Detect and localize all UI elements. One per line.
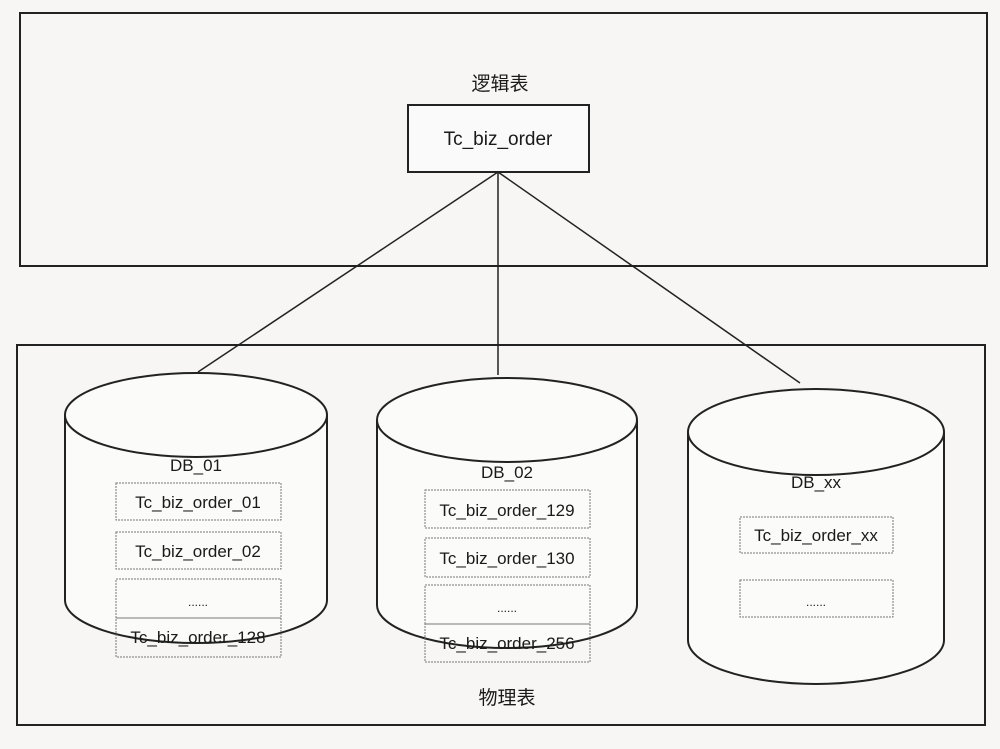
- physical-table: ......: [806, 595, 826, 609]
- physical-table: ......: [188, 595, 208, 609]
- cylinder-top: [64, 372, 328, 458]
- logical-caption: 逻辑表: [471, 73, 528, 95]
- logical-table-name: Tc_biz_order: [444, 129, 553, 150]
- physical-table: Tc_biz_order_01: [135, 493, 261, 512]
- connectors: [197, 171, 801, 384]
- physical-region: [16, 344, 986, 726]
- physical-table: Tc_biz_order_256: [439, 634, 574, 653]
- database-name: DB_01: [170, 456, 222, 475]
- database-cylinder-db01: DB_01 Tc_biz_order_01 Tc_biz_order_02 ..…: [64, 372, 328, 658]
- database-name: DB_xx: [791, 473, 842, 492]
- connector-dbxx: [497, 171, 801, 384]
- logical-region: [19, 12, 988, 267]
- physical-caption: 物理表: [478, 687, 535, 709]
- database-cylinder-dbxx: DB_xx Tc_biz_order_xx ......: [687, 388, 945, 685]
- cylinder-top: [687, 388, 945, 476]
- connector-db01: [197, 171, 499, 373]
- database-cylinder-db02: DB_02 Tc_biz_order_129 Tc_biz_order_130 …: [376, 377, 638, 663]
- database-name: DB_02: [481, 463, 533, 482]
- cylinder-top: [376, 377, 638, 463]
- physical-table: Tc_biz_order_129: [439, 501, 574, 520]
- physical-table: Tc_biz_order_02: [135, 542, 261, 561]
- physical-table: Tc_biz_order_130: [439, 549, 574, 568]
- physical-table: Tc_biz_order_xx: [754, 526, 878, 545]
- physical-table: ......: [497, 601, 517, 615]
- physical-table: Tc_biz_order_128: [130, 628, 265, 647]
